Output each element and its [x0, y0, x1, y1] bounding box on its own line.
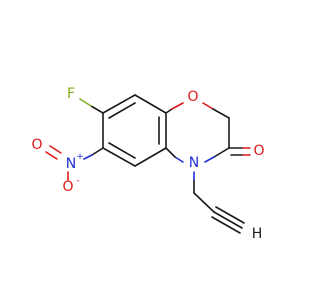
bond-o-ch2 [212, 108, 230, 119]
fluorine-substituent [79, 98, 104, 114]
benzene-ring [102, 94, 167, 167]
nitro-substituent [45, 145, 104, 181]
bond-ch2-c [193, 192, 215, 213]
bond-c2-c3 [134, 94, 167, 114]
bond-c1-c2 [102, 94, 136, 114]
carbonyl-oxygen-label: O [253, 143, 264, 159]
bond-n-c4 [165, 147, 176, 158]
bond-c6-n-blue [83, 154, 93, 160]
terminal-hydrogen-label: H [252, 226, 263, 242]
nitro-oxygen-single-label: O [62, 179, 73, 195]
nitro-nitrogen-label: N [66, 156, 76, 172]
bond-c1-f [90, 105, 104, 114]
nitro-nitrogen-charge: + [76, 152, 84, 162]
molecule-structure: F O O N N + O O - H [31, 86, 264, 242]
nitro-oxygen-single-charge: - [76, 176, 79, 186]
bond-c5-c6-inner [108, 142, 136, 159]
bond-o-ring-half [171, 102, 184, 110]
fluorine-label: F [67, 86, 75, 102]
bond-c4-c5 [134, 147, 167, 167]
carbonyl-group [228, 147, 251, 156]
nitro-oxygen-double-label: O [31, 137, 42, 153]
bond-triple-center [213, 211, 243, 229]
bond-triple-lower [211, 216, 241, 234]
ring-nitrogen-label: N [189, 155, 199, 171]
bond-carbonyl-n-half [204, 156, 215, 163]
oxazinone-ring [165, 102, 230, 163]
bond-c5-c6 [102, 147, 136, 167]
bond-triple-upper [215, 206, 245, 224]
ring-oxygen-label: O [187, 89, 198, 105]
bond-n-o-double-b [45, 151, 58, 160]
bond-c3-o-ring [165, 108, 173, 114]
bond-carbonyl-n [213, 147, 230, 158]
bond-c1-f-green [79, 98, 92, 107]
bond-o-ring-ch2-half [202, 102, 214, 110]
bond-n-c4-half [174, 156, 184, 163]
propargyl-chain [193, 171, 245, 234]
bond-n-o-double-a [49, 145, 62, 154]
bond-c6-n [91, 147, 104, 156]
bond-c1-c2-inner [108, 102, 136, 119]
